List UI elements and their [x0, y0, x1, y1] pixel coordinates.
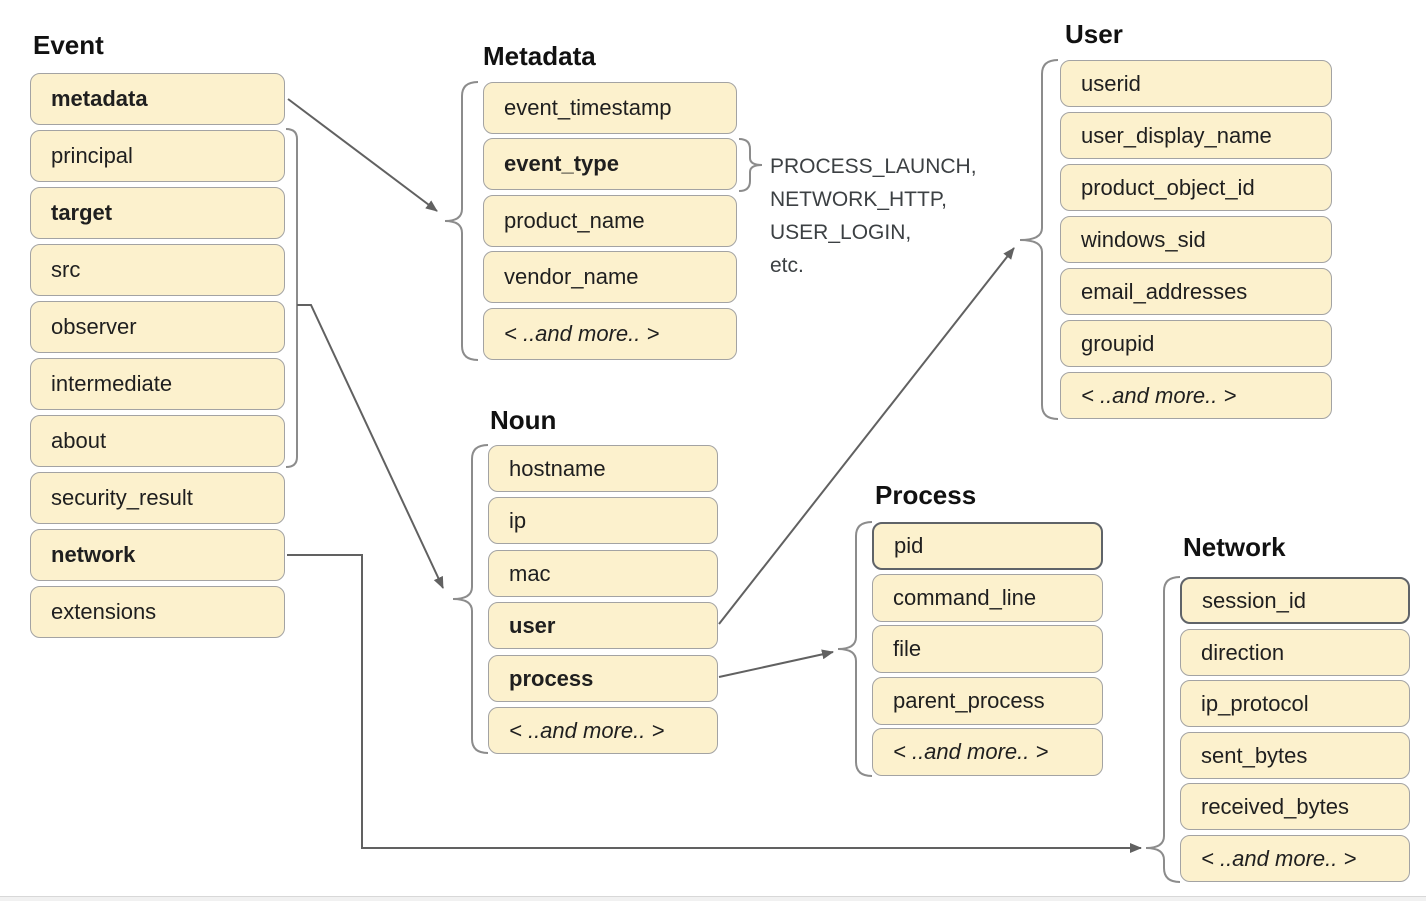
noun-field-and-more: < ..and more.. >	[488, 707, 718, 754]
noun-field-user: user	[488, 602, 718, 649]
connector-process-to-process-block	[718, 649, 834, 678]
user-field-and-more: < ..and more.. >	[1060, 372, 1332, 419]
event-noun-group-bracket	[285, 128, 298, 468]
event-field-principal: principal	[30, 130, 285, 182]
event-field-metadata: metadata	[30, 73, 285, 125]
process-field-command-line: command_line	[872, 574, 1103, 622]
network-field-and-more: < ..and more.. >	[1180, 835, 1410, 882]
event-field-src: src	[30, 244, 285, 296]
noun-field-process: process	[488, 655, 718, 702]
user-block-title: User	[1065, 19, 1123, 49]
event-block-title: Event	[33, 30, 104, 60]
annotation-line: PROCESS_LAUNCH,	[770, 155, 977, 178]
network-field-direction: direction	[1180, 629, 1410, 676]
event-field-intermediate: intermediate	[30, 358, 285, 410]
user-field-groupid: groupid	[1060, 320, 1332, 367]
network-field-ip-protocol: ip_protocol	[1180, 680, 1410, 727]
process-block-title: Process	[875, 480, 977, 510]
event-field-about: about	[30, 415, 285, 467]
metadata-brace	[444, 81, 479, 361]
user-field-userid: userid	[1060, 60, 1332, 107]
user-brace	[1019, 59, 1059, 420]
noun-field-ip: ip	[488, 497, 718, 544]
noun-brace	[452, 444, 489, 754]
event-type-values-annotation: PROCESS_LAUNCH, NETWORK_HTTP, USER_LOGIN…	[770, 150, 977, 282]
metadata-field-event-timestamp: event_timestamp	[483, 82, 737, 134]
event-field-extensions: extensions	[30, 586, 285, 638]
annotation-line: etc.	[770, 254, 804, 277]
process-field-parent-process: parent_process	[872, 677, 1103, 725]
process-field-pid: pid	[872, 522, 1103, 570]
user-field-product-object-id: product_object_id	[1060, 164, 1332, 211]
page-bottom-divider	[0, 896, 1426, 901]
connector-metadata-to-metadata-block	[287, 98, 438, 212]
event-field-observer: observer	[30, 301, 285, 353]
network-brace	[1145, 576, 1181, 883]
process-field-file: file	[872, 625, 1103, 673]
network-field-received-bytes: received_bytes	[1180, 783, 1410, 830]
noun-field-mac: mac	[488, 550, 718, 597]
network-block-title: Network	[1183, 532, 1286, 562]
user-field-user-display-name: user_display_name	[1060, 112, 1332, 159]
noun-block-title: Noun	[490, 405, 557, 435]
event-field-network: network	[30, 529, 285, 581]
metadata-block-title: Metadata	[483, 41, 596, 71]
event-type-values-brace	[738, 138, 763, 192]
metadata-field-vendor-name: vendor_name	[483, 251, 737, 303]
metadata-field-event-type: event_type	[483, 138, 737, 190]
process-field-and-more: < ..and more.. >	[872, 728, 1103, 776]
user-field-email-addresses: email_addresses	[1060, 268, 1332, 315]
noun-field-hostname: hostname	[488, 445, 718, 492]
connector-event-group-to-noun-block	[297, 304, 444, 589]
user-field-windows-sid: windows_sid	[1060, 216, 1332, 263]
network-field-sent-bytes: sent_bytes	[1180, 732, 1410, 779]
annotation-line: USER_LOGIN,	[770, 221, 912, 244]
network-field-session-id: session_id	[1180, 577, 1410, 624]
process-brace	[837, 521, 873, 777]
annotation-line: NETWORK_HTTP,	[770, 188, 947, 211]
event-field-target: target	[30, 187, 285, 239]
event-field-security-result: security_result	[30, 472, 285, 524]
metadata-field-product-name: product_name	[483, 195, 737, 247]
metadata-field-and-more: < ..and more.. >	[483, 308, 737, 360]
